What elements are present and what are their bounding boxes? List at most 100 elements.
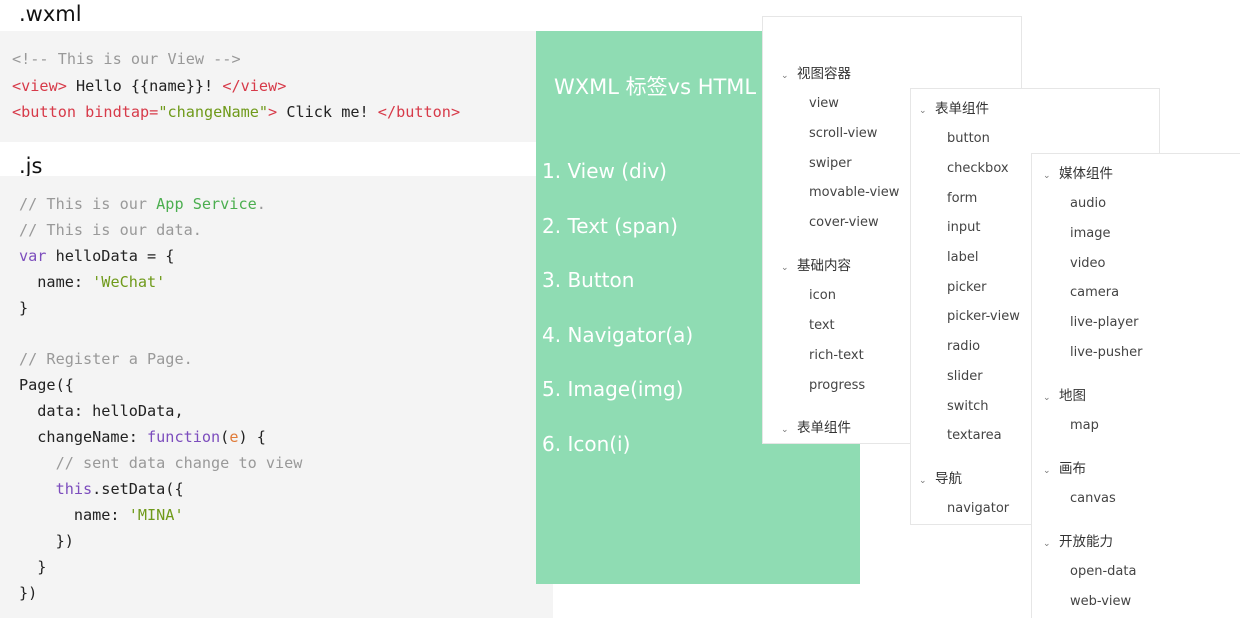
tree-item-view[interactable]: view: [809, 96, 839, 111]
tree-item-image[interactable]: image: [1070, 226, 1111, 241]
code-token: Click me!: [277, 103, 378, 121]
code-token: </view>: [222, 76, 287, 95]
tree-item-map[interactable]: map: [1070, 418, 1099, 433]
code-line: var helloData = {: [19, 247, 174, 265]
code-token: .setData({: [92, 479, 184, 498]
panel-item-view: 1. View (div): [542, 159, 667, 183]
code-line: name: 'WeChat': [19, 273, 165, 291]
tree-item-input[interactable]: input: [947, 220, 981, 235]
tree-item-movable-view[interactable]: movable-view: [809, 185, 900, 200]
code-token: .: [256, 195, 266, 213]
tree-item-picker[interactable]: picker: [947, 280, 987, 295]
tree-group-title: 表单组件: [935, 101, 989, 117]
tree-item-form[interactable]: form: [947, 191, 978, 206]
chevron-down-icon: ⌄: [781, 263, 789, 273]
code-line: changeName: function(e) {: [19, 428, 266, 446]
tree-item-text[interactable]: text: [809, 318, 835, 333]
chevron-down-icon: ⌄: [919, 106, 927, 116]
panel-item-button: 3. Button: [542, 268, 635, 292]
tree-group-title: 基础内容: [797, 258, 851, 274]
code-token: App Service: [156, 195, 257, 213]
code-line: }): [19, 532, 74, 550]
code-token: }: [19, 557, 47, 576]
panel-item-image: 5. Image(img): [542, 377, 684, 401]
tree-group-basic-content[interactable]: ⌄ 基础内容: [781, 254, 851, 274]
code-token: </button>: [377, 103, 461, 121]
tree-item-picker-view[interactable]: picker-view: [947, 309, 1020, 324]
code-token: function: [147, 428, 221, 447]
tree-group-map[interactable]: ⌄ 地图: [1043, 384, 1086, 404]
tree-group-title: 视图容器: [797, 66, 851, 82]
tree-item-button[interactable]: button: [947, 131, 990, 146]
tree-item-icon[interactable]: icon: [809, 288, 836, 303]
tree-item-switch[interactable]: switch: [947, 399, 989, 414]
code-line: // This is our App Service.: [19, 195, 266, 213]
code-token: // This is our data.: [19, 220, 202, 239]
tree-group-view-containers[interactable]: ⌄ 视图容器: [781, 62, 851, 82]
tree-item-scroll-view[interactable]: scroll-view: [809, 126, 878, 141]
tree-item-web-view[interactable]: web-view: [1070, 594, 1132, 609]
code-token: // This is our: [19, 195, 157, 213]
chevron-down-icon: ⌄: [781, 71, 789, 81]
tree-group-open-capabilities[interactable]: ⌄ 开放能力: [1043, 530, 1113, 550]
tree-group-title: 地图: [1059, 388, 1086, 404]
tree-group-form-components[interactable]: ⌄表单组件: [781, 416, 851, 436]
code-token: ) {: [238, 428, 266, 447]
tree-item-audio[interactable]: audio: [1070, 196, 1107, 211]
chevron-down-icon: ⌄: [1043, 393, 1051, 403]
tree-item-checkbox[interactable]: checkbox: [947, 161, 1009, 176]
panel-title: WXML 标签vs HTML: [554, 75, 757, 99]
code-token: 'WeChat': [92, 272, 166, 291]
js-label: .js: [19, 154, 43, 178]
tree-item-label[interactable]: label: [947, 250, 979, 265]
code-line: }: [19, 299, 28, 317]
chevron-down-icon: ⌄: [1043, 539, 1051, 549]
tree-item-slider[interactable]: slider: [947, 369, 983, 384]
tree-group-title: 画布: [1059, 461, 1086, 477]
code-token: <!-- This is our View -->: [12, 50, 241, 68]
tree-item-live-pusher[interactable]: live-pusher: [1070, 345, 1143, 360]
chevron-down-icon: ⌄: [1043, 171, 1051, 181]
chevron-down-icon: ⌄: [919, 476, 927, 486]
code-line: Page({: [19, 376, 74, 394]
tree-group-canvas[interactable]: ⌄ 画布: [1043, 457, 1086, 477]
panel-item-navigator: 4. Navigator(a): [542, 323, 694, 347]
code-token: changeName:: [19, 428, 148, 447]
code-line: <button bindtap="changeName"> Click me! …: [12, 103, 460, 121]
tree-group-media[interactable]: ⌄媒体组件: [1043, 162, 1113, 182]
tree-item-camera[interactable]: camera: [1070, 285, 1120, 300]
code-line: // sent data change to view: [19, 454, 303, 472]
code-token: }): [19, 531, 74, 550]
tree-item-rich-text[interactable]: rich-text: [809, 348, 864, 363]
code-line: }): [19, 584, 37, 602]
tree-item-textarea[interactable]: textarea: [947, 428, 1002, 443]
code-line: }: [19, 558, 46, 576]
tree-item-video[interactable]: video: [1070, 256, 1106, 271]
tree-item-open-data[interactable]: open-data: [1070, 564, 1137, 579]
js-code-block: // This is our App Service.// This is ou…: [0, 176, 553, 618]
code-token: [19, 480, 56, 498]
tree-group-form-components[interactable]: ⌄ 表单组件: [919, 97, 989, 117]
tree-item-live-player[interactable]: live-player: [1070, 315, 1139, 330]
tree-item-cover-view[interactable]: cover-view: [809, 215, 879, 230]
tree-group-navigation[interactable]: ⌄ 导航: [919, 467, 962, 487]
tree-item-progress[interactable]: progress: [809, 378, 866, 393]
code-token: <button bindtap=: [12, 103, 159, 121]
tree-item-radio[interactable]: radio: [947, 339, 981, 354]
code-token: var: [19, 246, 47, 265]
code-line: data: helloData,: [19, 402, 184, 421]
tree-group-title: 导航: [935, 471, 962, 487]
tree-item-navigator[interactable]: navigator: [947, 501, 1010, 516]
panel-item-icon: 6. Icon(i): [542, 432, 631, 456]
chevron-down-icon: ⌄: [1043, 466, 1051, 476]
chevron-down-icon: ⌄: [781, 425, 789, 435]
code-token: helloData = {: [46, 246, 175, 265]
tree-group-title: 开放能力: [1059, 534, 1113, 550]
code-line: // Register a Page.: [19, 350, 193, 368]
tree-item-swiper[interactable]: swiper: [809, 156, 852, 171]
tree-item-canvas[interactable]: canvas: [1070, 491, 1116, 506]
panel-item-text: 2. Text (span): [542, 214, 678, 238]
code-token: Page({: [19, 376, 74, 395]
code-line: <view> Hello {{name}}! </view>: [12, 77, 286, 95]
code-token: data: helloData,: [19, 402, 184, 421]
